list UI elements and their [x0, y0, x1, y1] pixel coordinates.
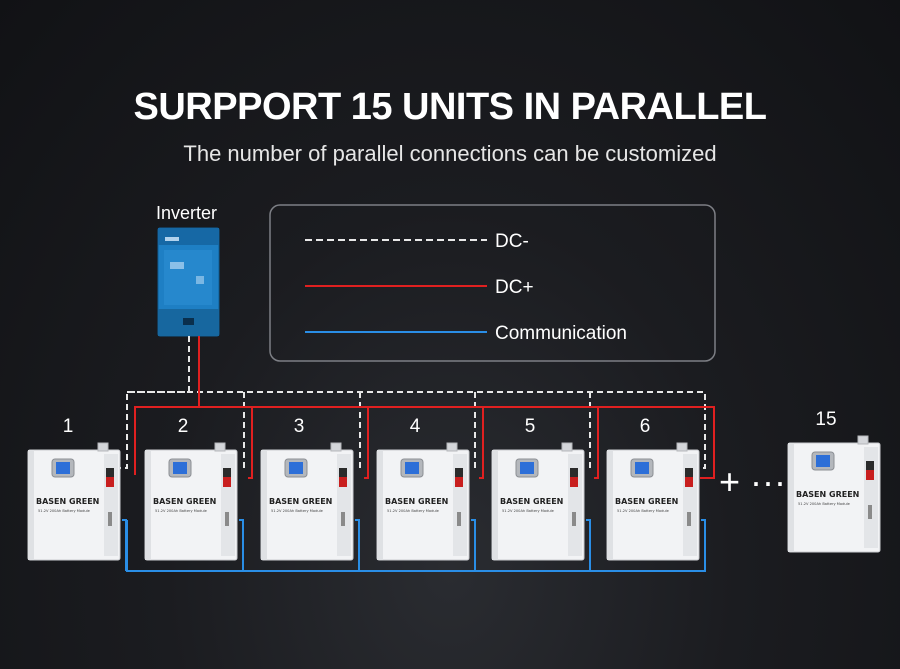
- dc-plus-drop-4: [479, 407, 484, 479]
- svg-text:51.2V 200Ah Battery Module: 51.2V 200Ah Battery Module: [798, 502, 851, 506]
- dc-plus-drop-3: [364, 407, 369, 479]
- svg-text:51.2V 200Ah Battery Module: 51.2V 200Ah Battery Module: [38, 509, 91, 513]
- battery-module-5: BASEN GREEN 51.2V 200Ah Battery Module: [491, 442, 585, 561]
- svg-text:51.2V 200Ah Battery Module: 51.2V 200Ah Battery Module: [502, 509, 555, 513]
- battery-number-2: 2: [178, 416, 189, 437]
- battery-number-1: 1: [63, 416, 74, 437]
- battery-module-4: BASEN GREEN 51.2V 200Ah Battery Module: [376, 442, 470, 561]
- battery-module-15: BASEN GREEN 51.2V 200Ah Battery Module: [787, 435, 881, 553]
- battery-number-4: 4: [410, 416, 421, 437]
- legend-dc-plus-label: DC+: [495, 277, 534, 298]
- svg-text:51.2V 200Ah Battery Module: 51.2V 200Ah Battery Module: [271, 509, 324, 513]
- dc-minus-inverter-link: [120, 336, 190, 469]
- svg-text:BASEN GREEN: BASEN GREEN: [615, 497, 678, 506]
- dc-minus-drop-4: [471, 392, 476, 469]
- battery-module-3: BASEN GREEN 51.2V 200Ah Battery Module: [260, 442, 354, 561]
- communication-drop-5: [586, 519, 591, 571]
- svg-text:BASEN GREEN: BASEN GREEN: [153, 497, 216, 506]
- communication-drop-4: [471, 519, 476, 571]
- continuation-indicator: + ···: [719, 461, 786, 502]
- communication-drop-1: [122, 519, 127, 571]
- svg-text:BASEN GREEN: BASEN GREEN: [796, 490, 859, 499]
- dc-minus-bus: [127, 391, 706, 469]
- legend-box: [269, 204, 716, 362]
- communication-drop-6: [701, 519, 706, 571]
- battery-number-3: 3: [294, 416, 305, 437]
- dc-plus-bus: [135, 406, 715, 479]
- communication-drop-2: [239, 519, 244, 571]
- dc-minus-drop-3: [356, 392, 361, 469]
- dc-plus-drop-5: [594, 407, 599, 479]
- legend-dc-minus-label: DC-: [495, 231, 529, 252]
- inverter-unit: [157, 227, 220, 337]
- dc-minus-drop-2: [240, 392, 245, 469]
- svg-text:BASEN GREEN: BASEN GREEN: [385, 497, 448, 506]
- page-subtitle: The number of parallel connections can b…: [183, 141, 717, 166]
- battery-number-15: 15: [815, 409, 836, 430]
- svg-text:51.2V 200Ah Battery Module: 51.2V 200Ah Battery Module: [155, 509, 208, 513]
- communication-drop-3: [355, 519, 360, 571]
- svg-text:BASEN GREEN: BASEN GREEN: [269, 497, 332, 506]
- dc-plus-drop-2: [248, 407, 253, 479]
- inverter-label: Inverter: [156, 203, 217, 223]
- wiring-lines: [120, 336, 715, 572]
- battery-module-2: BASEN GREEN 51.2V 200Ah Battery Module: [144, 442, 238, 561]
- battery-row: BASEN GREEN 51.2V 200Ah Battery Module 1BA…: [27, 409, 881, 561]
- svg-text:BASEN GREEN: BASEN GREEN: [500, 497, 563, 506]
- battery-module-1: BASEN GREEN 51.2V 200Ah Battery Module: [27, 442, 121, 561]
- svg-text:BASEN GREEN: BASEN GREEN: [36, 497, 99, 506]
- battery-number-5: 5: [525, 416, 536, 437]
- dc-minus-drop-5: [586, 392, 591, 469]
- svg-text:51.2V 200Ah Battery Module: 51.2V 200Ah Battery Module: [617, 509, 670, 513]
- battery-number-6: 6: [640, 416, 651, 437]
- legend-communication-label: Communication: [495, 323, 627, 344]
- battery-module-6: BASEN GREEN 51.2V 200Ah Battery Module: [606, 442, 700, 561]
- page-title: SURPPORT 15 UNITS IN PARALLEL: [133, 86, 767, 128]
- svg-text:51.2V 200Ah Battery Module: 51.2V 200Ah Battery Module: [387, 509, 440, 513]
